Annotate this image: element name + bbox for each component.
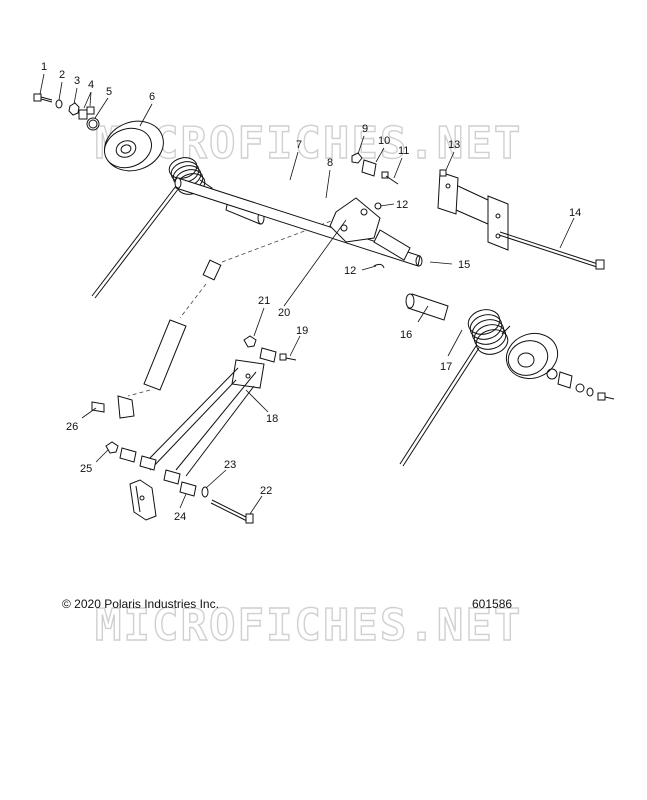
part-16-sleeve bbox=[405, 293, 449, 321]
callout-24: 24 bbox=[174, 511, 186, 523]
callout-4: 4 bbox=[88, 79, 94, 91]
callout-16: 16 bbox=[400, 329, 412, 341]
callout-12-lower: 12 bbox=[344, 265, 356, 277]
callout-26: 26 bbox=[66, 421, 78, 433]
part-14-long-bolt bbox=[498, 231, 605, 270]
copyright-text: © 2020 Polaris Industries Inc. bbox=[62, 597, 219, 611]
callout-12-upper: 12 bbox=[396, 199, 408, 211]
callout-13: 13 bbox=[448, 139, 460, 151]
callout-23: 23 bbox=[224, 459, 236, 471]
part-9-nut bbox=[351, 152, 363, 164]
callout-19: 19 bbox=[296, 325, 308, 337]
callout-3: 3 bbox=[74, 75, 80, 87]
callout-15: 15 bbox=[458, 259, 470, 271]
callout-5: 5 bbox=[106, 86, 112, 98]
callouts: 1 2 3 4 5 6 7 8 9 10 11 12 12 13 14 15 1… bbox=[41, 61, 581, 523]
callout-8: 8 bbox=[327, 157, 333, 169]
callout-2: 2 bbox=[59, 69, 65, 81]
part-10-spacer bbox=[361, 159, 377, 177]
part-3-nut bbox=[68, 102, 80, 116]
part-13-bracket-assembly bbox=[437, 169, 509, 251]
callout-25: 25 bbox=[80, 463, 92, 475]
callout-1: 1 bbox=[41, 61, 47, 73]
part-4-spacer bbox=[78, 106, 95, 120]
callout-22: 22 bbox=[260, 485, 272, 497]
callout-6: 6 bbox=[149, 91, 155, 103]
callout-7: 7 bbox=[296, 139, 302, 151]
callout-17: 17 bbox=[440, 361, 452, 373]
part-7-shaft bbox=[174, 177, 423, 267]
part-18-arm bbox=[147, 359, 265, 477]
leader-lines bbox=[39, 73, 575, 515]
part-2-washer bbox=[55, 99, 63, 109]
part-12-clip-lower bbox=[373, 263, 385, 269]
callout-9: 9 bbox=[362, 123, 368, 135]
right-wheel-hardware bbox=[546, 368, 615, 401]
part-24-bushings bbox=[119, 447, 197, 497]
part-1-bolt bbox=[33, 93, 53, 103]
torsion-spring-left bbox=[91, 157, 213, 299]
part-17-torsion-spring-right bbox=[399, 309, 511, 467]
callout-18: 18 bbox=[266, 413, 278, 425]
part-22-bolt bbox=[210, 499, 254, 524]
part-23-washer bbox=[201, 486, 209, 498]
callout-14: 14 bbox=[569, 207, 581, 219]
right-idler-wheel bbox=[505, 332, 559, 380]
shock-absorber bbox=[117, 211, 356, 419]
callout-21: 21 bbox=[258, 295, 270, 307]
part-6-idler-wheel bbox=[104, 120, 164, 172]
callout-20: 20 bbox=[278, 307, 290, 319]
lower-mount-bracket bbox=[129, 479, 157, 521]
callout-11: 11 bbox=[398, 145, 409, 157]
watermark-bottom: MICROFICHES.NET bbox=[95, 600, 522, 651]
part-5-ring bbox=[86, 117, 100, 131]
part-25-nut bbox=[105, 441, 119, 454]
callout-10: 10 bbox=[378, 135, 390, 147]
part-11-bolt bbox=[381, 171, 399, 185]
part-21-nut bbox=[243, 335, 257, 348]
part-8-mount-bracket bbox=[329, 197, 411, 261]
part-26-pin bbox=[91, 401, 105, 413]
figure-number: 601586 bbox=[472, 597, 513, 611]
part-19-bushing bbox=[259, 347, 297, 363]
